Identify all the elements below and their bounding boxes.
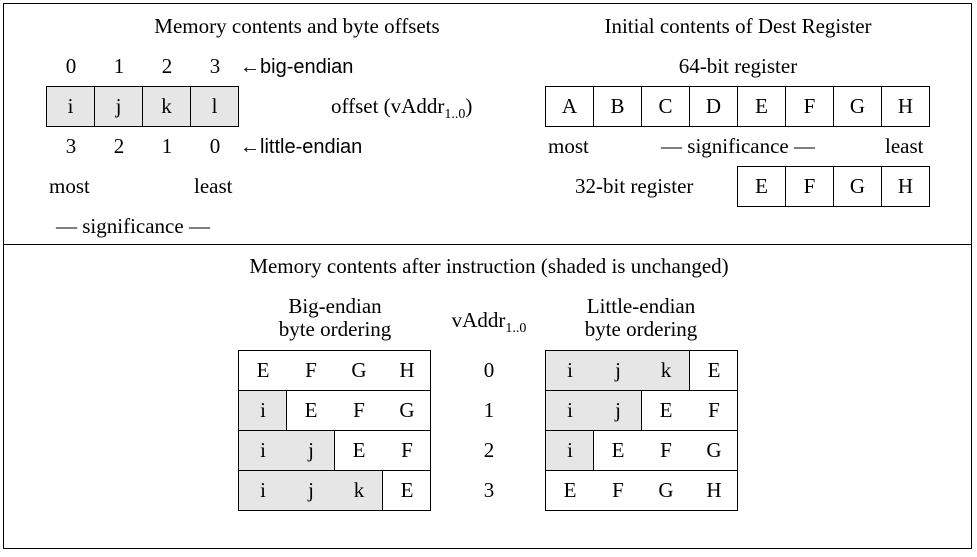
little-row-2-unchanged-shade [546,431,594,470]
little-row-2-byte-0: i [567,438,573,462]
memory-contents-title: Memory contents and byte offsets [154,14,440,38]
big-row-2-byte-1: j [308,438,314,462]
big-row-2-byte-3: F [401,438,413,462]
big-row-0-byte-0: E [256,358,270,382]
reg32-byte-3: H [897,174,914,198]
little-endian-offset-1: 2 [113,134,125,158]
most-label-left: most [49,174,90,198]
memory-byte-3: l [211,94,218,118]
offset-label: offset (vAddr1..0) [331,94,473,122]
section-divider [3,244,972,245]
big-endian-label: ←big-endian [240,56,354,78]
little-row-2-byte-2: F [660,438,672,462]
reg64-byte-7: H [897,94,914,118]
little-row-3-byte-0: E [563,478,577,502]
big-row-1-byte-3: G [399,398,415,422]
little-endian-label: ←little-endian [240,136,363,158]
reg64-byte-6: G [834,87,882,126]
little-endian-header-line2: byte ordering [584,317,698,341]
big-endian-offset-3: 3 [209,54,221,78]
big-endian-header-line1: Big-endian [288,294,382,318]
after-instruction-title: Memory contents after instruction (shade… [249,254,729,278]
reg32-byte-1: F [786,167,834,206]
big-endian-offset-0: 0 [65,54,77,78]
figure-frame [3,3,972,549]
vaddr-header: vAddr1..0 [451,308,527,336]
significance-label-right: — significance — [661,134,815,158]
reg64-byte-0: A [546,87,594,126]
reg64-byte-1: B [594,87,642,126]
most-label-right: most [548,134,589,158]
little-row-1-byte-3: F [708,398,720,422]
reg32-box: E F G H [737,166,930,207]
big-endian-offset-2: 2 [161,54,173,78]
little-row-2-byte-3: G [706,438,722,462]
reg64-byte-2: C [642,87,690,126]
big-endian-header-line2: byte ordering [278,317,392,341]
little-row-3: E F G H [545,470,738,511]
vaddr-value-2: 2 [483,438,495,462]
reg64-label: 64-bit register [678,54,798,78]
little-row-0-byte-1: j [615,358,621,382]
reg64-box: A B C D E F G H [545,86,930,127]
least-label-right: least [885,134,924,158]
memory-byte-0: i [47,87,95,126]
little-row-3-byte-3: H [706,478,722,502]
memory-byte-1: j [95,87,143,126]
big-row-0: E F G H [238,350,431,391]
vaddr-value-0: 0 [483,358,495,382]
big-row-3-byte-0: i [260,478,266,502]
big-row-1-byte-0: i [260,398,266,422]
vaddr-value-3: 3 [483,478,495,502]
least-label-left: least [194,174,233,198]
memory-bytes-box: i j k l [46,86,239,127]
little-endian-offset-3: 0 [209,134,221,158]
reg32-byte-2: G [834,167,882,206]
memory-byte-2: k [143,87,191,126]
big-row-0-byte-2: G [351,358,367,382]
big-row-3-byte-2: k [353,478,365,502]
big-row-1-byte-1: E [304,398,318,422]
dest-register-title: Initial contents of Dest Register [604,14,872,38]
little-row-3-byte-1: F [612,478,624,502]
little-row-1-byte-2: E [659,398,673,422]
big-row-1-byte-2: F [353,398,365,422]
reg32-byte-0: E [738,167,786,206]
big-row-2-byte-2: E [352,438,366,462]
big-row-0-byte-3: H [399,358,415,382]
little-row-1-unchanged-shade [546,391,642,430]
big-row-3-unchanged-shade [239,471,383,510]
little-endian-header-line1: Little-endian [586,294,696,318]
little-row-3-byte-2: G [658,478,674,502]
reg32-label: 32-bit register [575,174,694,198]
little-row-0-byte-3: E [707,358,721,382]
little-row-0-byte-0: i [567,358,573,382]
big-row-2-unchanged-shade [239,431,335,470]
big-row-3-byte-1: j [308,478,314,502]
little-row-0-byte-2: k [660,358,672,382]
little-row-1-byte-0: i [567,398,573,422]
big-endian-offset-1: 1 [113,54,125,78]
big-row-2-byte-0: i [260,438,266,462]
reg64-byte-3: D [690,87,738,126]
significance-label-left: — significance — [56,214,210,238]
little-row-1-byte-1: j [615,398,621,422]
vaddr-value-1: 1 [483,398,495,422]
reg64-byte-4: E [738,87,786,126]
little-row-2-byte-1: E [611,438,625,462]
big-row-3-byte-3: E [400,478,414,502]
big-row-0-byte-1: F [305,358,317,382]
reg64-byte-5: F [786,87,834,126]
big-row-1-unchanged-shade [239,391,287,430]
little-endian-offset-2: 1 [161,134,173,158]
little-row-0-unchanged-shade [546,351,690,390]
little-endian-offset-0: 3 [65,134,77,158]
